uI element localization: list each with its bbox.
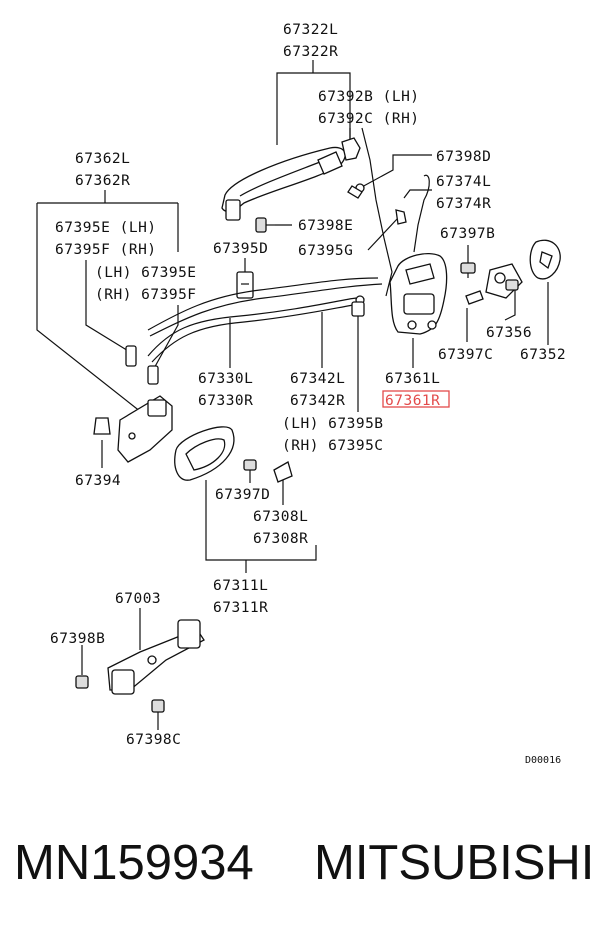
exploded-parts-diagram: 67322L 67322R 67392B (LH) 67392C (RH) 67… [36,22,566,766]
bolt-67398b [75,675,89,689]
label-67322l: 67322L [283,22,338,38]
inside-handle [174,426,235,481]
clips-67395ef [125,345,159,385]
label-67361r: 67361R [385,393,440,409]
label-67397b: 67397B [440,226,495,242]
label-67311l: 67311L [213,578,268,594]
label-lh-67395b: (LH) 67395B [282,416,384,432]
label-67398d: 67398D [436,149,491,165]
bolt-67397b [460,262,476,278]
label-67362l: 67362L [75,151,130,167]
label-67342l: 67342L [290,371,345,387]
label-67308r: 67308R [253,531,308,547]
bolt-67398c [151,699,165,713]
label-67308l: 67308L [253,509,308,525]
label-67398b: 67398B [50,631,105,647]
highlight-box-67361r [382,390,450,408]
inner-handle-bracket [117,395,173,463]
label-67392c: 67392C (RH) [318,111,420,127]
label-rh-67395f: (RH) 67395F [95,287,197,303]
striker-plate [485,263,523,299]
bolt-67398e [255,217,275,233]
door-check [107,619,205,695]
bolt-67397c [465,290,484,305]
label-67003: 67003 [115,591,161,607]
part-labels: 67322L 67322R 67392B (LH) 67392C (RH) 67… [50,22,566,766]
label-67352: 67352 [520,347,566,363]
outside-handle [221,146,346,221]
label-67395d: 67395D [213,241,268,257]
label-67361l: 67361L [385,371,440,387]
screw-67397d [243,459,257,471]
rod-67374 [413,174,430,253]
label-67397c: 67397C [438,347,493,363]
label-67394: 67394 [75,473,121,489]
shim-67352 [529,239,561,280]
clip-67395bc [351,301,365,317]
cables [147,277,383,363]
diagram-code: D00016 [525,755,561,766]
clip-67392 [341,137,361,161]
label-67322r: 67322R [283,44,338,60]
clip-67395g [395,209,407,225]
label-67392b: 67392B (LH) [318,89,420,105]
label-67395e: 67395E (LH) [55,220,157,236]
label-67311r: 67311R [213,600,268,616]
label-67395g: 67395G [298,243,353,259]
label-67395f: 67395F (RH) [55,242,157,258]
door-lock-actuator [389,252,448,335]
part-number: MN159934 [14,836,254,890]
label-rh-67395c: (RH) 67395C [282,438,384,454]
label-67330l: 67330L [198,371,253,387]
footer: MN159934 MITSUBISHI [0,835,600,905]
label-67398c: 67398C [126,732,181,748]
cover-67308 [273,461,293,483]
label-67374l: 67374L [436,174,491,190]
label-67330r: 67330R [198,393,253,409]
brand-name: MITSUBISHI [314,836,595,890]
label-67342r: 67342R [290,393,345,409]
label-67398e: 67398E [298,218,353,234]
clip-67395d [236,271,254,299]
rod-67398 [347,127,393,297]
grommet-67394 [93,417,111,435]
label-67362r: 67362R [75,173,130,189]
label-lh-67395e: (LH) 67395E [95,265,197,281]
label-67397d: 67397D [215,487,270,503]
label-67374r: 67374R [436,196,491,212]
label-67356: 67356 [486,325,532,341]
